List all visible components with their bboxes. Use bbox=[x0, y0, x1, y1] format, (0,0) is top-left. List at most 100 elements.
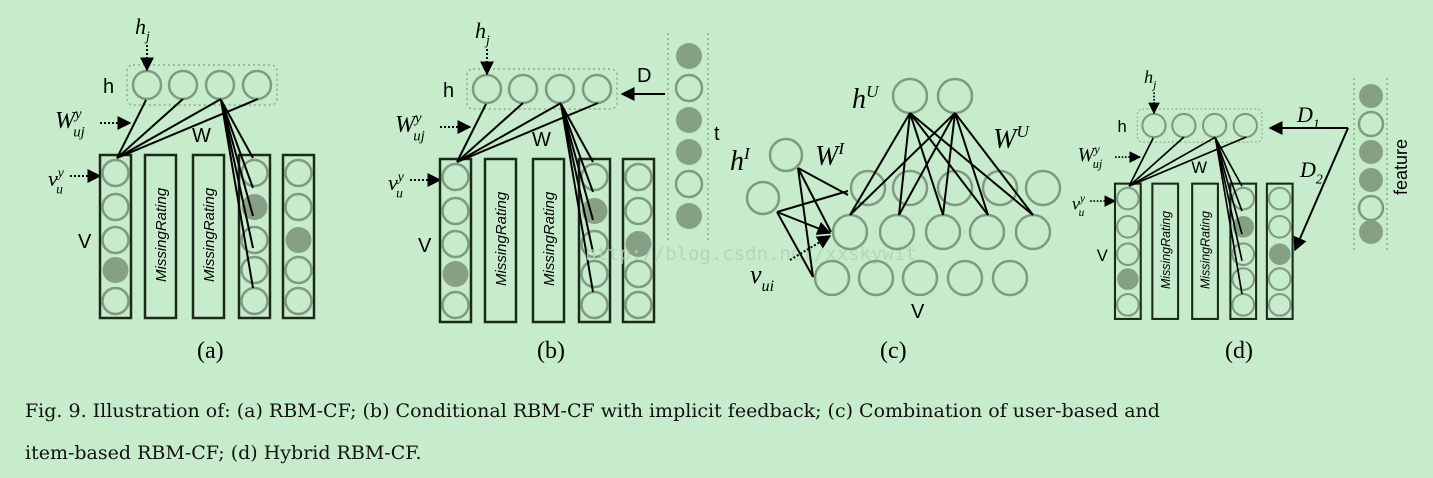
visible-unit bbox=[991, 259, 1029, 297]
feature-unit bbox=[1357, 110, 1385, 138]
visible-unit bbox=[284, 192, 313, 222]
visible-unit bbox=[1116, 293, 1140, 317]
visible-unit bbox=[624, 259, 653, 289]
weight-edge bbox=[776, 211, 832, 235]
visible-unit bbox=[442, 261, 469, 287]
hidden-unit bbox=[1232, 112, 1258, 139]
watermark-text: http://blog.csdn.net/xxskywit bbox=[585, 243, 917, 265]
WU-label-sup: U bbox=[1016, 122, 1030, 141]
wuj-label-sup: y bbox=[73, 106, 82, 122]
hidden-layer-box bbox=[466, 68, 618, 110]
vu-label-sup: y bbox=[1079, 193, 1086, 205]
missing-rating-column bbox=[191, 153, 226, 320]
weight-edge bbox=[898, 112, 911, 216]
hU-label-base: h bbox=[852, 84, 866, 115]
hj-label: hj bbox=[1144, 67, 1156, 91]
weight-edge bbox=[116, 98, 259, 159]
visible-unit bbox=[1014, 213, 1052, 251]
weight-edge bbox=[1128, 136, 1247, 187]
wuj-label-sub: uj bbox=[413, 128, 425, 144]
feature-unit bbox=[1359, 220, 1383, 244]
rating-column bbox=[98, 153, 133, 320]
visible-layer-label: V bbox=[78, 231, 92, 253]
weight-edge bbox=[456, 102, 562, 163]
visible-unit bbox=[101, 286, 130, 316]
hj-label-base: h bbox=[1144, 67, 1153, 87]
wuj-label-base: W bbox=[395, 112, 417, 138]
hI-label-base: h bbox=[730, 146, 744, 177]
rating-column bbox=[237, 153, 272, 320]
panel-c-caption: (c) bbox=[880, 338, 907, 364]
rating-column bbox=[281, 153, 316, 320]
rating-column bbox=[1229, 182, 1258, 320]
weight-edge bbox=[1128, 137, 1154, 187]
visible-unit bbox=[580, 259, 609, 289]
t-label: t bbox=[714, 123, 720, 145]
visible-unit bbox=[1268, 243, 1291, 265]
hidden-layer-label: h bbox=[1117, 117, 1126, 136]
implicit-unit bbox=[676, 43, 702, 69]
missing-rating-column bbox=[483, 157, 518, 324]
weight-edge bbox=[220, 99, 254, 189]
vu-label-base: v bbox=[48, 166, 58, 191]
weight-edge bbox=[220, 99, 254, 289]
visible-unit bbox=[240, 255, 269, 285]
visible-unit bbox=[901, 259, 939, 297]
user-hidden-unit bbox=[891, 77, 929, 115]
weight-edge bbox=[1128, 136, 1216, 187]
d2-arrow bbox=[1293, 127, 1349, 252]
rating-column bbox=[621, 157, 656, 324]
feature-unit bbox=[1359, 168, 1383, 192]
vu-label-sub: u bbox=[396, 186, 403, 201]
vu-label-sub: u bbox=[1079, 207, 1085, 219]
visible-unit bbox=[580, 162, 609, 192]
hU-label: hU bbox=[852, 82, 880, 115]
user-hidden-unit bbox=[936, 77, 974, 115]
missing-rating-column bbox=[531, 157, 566, 324]
vu-label-base: v bbox=[1072, 193, 1081, 213]
d1-label: D1 bbox=[1296, 102, 1320, 132]
visible-unit bbox=[240, 286, 269, 316]
hidden-unit bbox=[507, 73, 539, 105]
implicit-unit bbox=[674, 169, 704, 199]
rating-column bbox=[438, 157, 473, 324]
vu-label-base: v bbox=[388, 170, 398, 195]
weights-label: W bbox=[532, 129, 551, 151]
visible-unit bbox=[1231, 242, 1256, 267]
weight-edge bbox=[1214, 137, 1243, 235]
implicit-unit bbox=[676, 139, 702, 165]
weight-edge bbox=[220, 99, 254, 159]
visible-unit bbox=[580, 290, 609, 320]
hidden-unit bbox=[471, 73, 503, 105]
visible-unit bbox=[441, 229, 470, 259]
visible-unit bbox=[580, 229, 609, 259]
missing-rating-column bbox=[143, 153, 178, 320]
weight-edge bbox=[1214, 137, 1243, 212]
d1-label-sub: 1 bbox=[1313, 117, 1320, 132]
weight-edge bbox=[1214, 137, 1243, 262]
hj-label: hj bbox=[475, 18, 490, 48]
missing-rating-label: MissingRating bbox=[1199, 211, 1213, 289]
hj-label-base: h bbox=[135, 14, 146, 39]
weight-edge bbox=[954, 112, 1034, 216]
visible-unit bbox=[1231, 293, 1256, 317]
implicit-unit bbox=[676, 203, 702, 229]
visible-unit bbox=[441, 290, 470, 320]
weight-edge bbox=[909, 112, 944, 216]
weight-edge bbox=[849, 112, 956, 216]
wuj-label-base: W bbox=[1078, 144, 1097, 166]
weight-edge bbox=[1214, 137, 1243, 295]
wuj-label-sub: uj bbox=[73, 124, 85, 140]
weight-edge bbox=[220, 99, 254, 217]
visible-layer-label: V bbox=[418, 235, 432, 257]
hidden-layer-box bbox=[1136, 108, 1263, 143]
visible-unit bbox=[624, 162, 653, 192]
WU-label-base: W bbox=[993, 124, 1019, 155]
implicit-unit bbox=[676, 107, 702, 133]
